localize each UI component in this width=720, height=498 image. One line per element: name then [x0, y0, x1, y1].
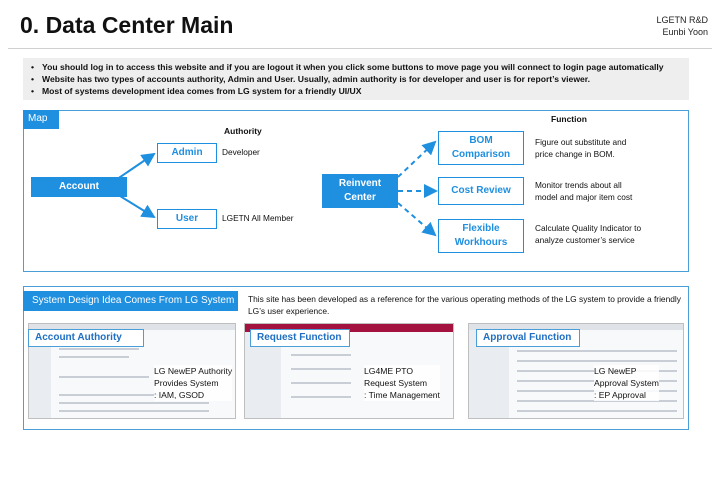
reinvent-center-node: Reinvent Center	[322, 174, 398, 208]
shot-row	[291, 396, 351, 398]
shot-titlebar	[29, 324, 235, 330]
title-divider	[8, 48, 712, 49]
center-flex-arrow	[397, 202, 437, 237]
shot-row	[517, 350, 677, 352]
user-node: User	[157, 209, 217, 229]
shot-row	[59, 376, 149, 378]
page-title: 0. Data Center Main	[20, 12, 234, 38]
flexible-workhours-node: Flexible Workhours	[438, 219, 524, 253]
bom-line1: BOM	[469, 135, 493, 146]
tab-approval-function[interactable]: Approval Function	[476, 329, 580, 347]
shot-sidebar	[29, 330, 51, 418]
account-authority-caption: LG NewEP Authority Provides System : IAM…	[154, 365, 233, 401]
shot-titlebar	[245, 324, 453, 332]
center-bom-arrow	[397, 140, 437, 178]
caption-line: : IAM, GSOD	[154, 390, 205, 400]
map-tag: Map	[23, 110, 59, 129]
author-block: LGETN R&D Eunbi Yoon	[656, 14, 708, 38]
bom-desc-line1: Figure out substitute and	[535, 137, 627, 147]
map-panel: Map Authority Function Account Admin Dev…	[23, 110, 689, 272]
note-item: Website has two types of accounts author…	[31, 73, 689, 85]
caption-line: Approval System	[594, 378, 659, 388]
cost-review-node: Cost Review	[438, 177, 524, 205]
request-function-caption: LG4ME PTO Request System : Time Manageme…	[364, 365, 440, 401]
tab-account-authority[interactable]: Account Authority	[28, 329, 144, 347]
note-item: Most of systems development idea comes f…	[31, 85, 689, 97]
shot-row	[291, 382, 351, 384]
shot-row	[517, 400, 677, 402]
flex-desc: Calculate Quality Indicator to analyze c…	[535, 222, 641, 246]
shot-row	[59, 394, 169, 396]
shot-row	[59, 356, 129, 358]
system-tag: System Design Idea Comes From LG System	[23, 291, 238, 311]
tab-request-function[interactable]: Request Function	[250, 329, 350, 347]
cost-desc-line2: model and major item cost	[535, 192, 633, 202]
cost-desc: Monitor trends about all model and major…	[535, 179, 632, 203]
cost-desc-line1: Monitor trends about all	[535, 180, 622, 190]
system-design-panel: System Design Idea Comes From LG System …	[23, 286, 689, 430]
org-name: LGETN R&D	[656, 15, 708, 25]
shot-row	[291, 354, 351, 356]
caption-line: LG NewEP	[594, 366, 637, 376]
flex-desc-line1: Calculate Quality Indicator to	[535, 223, 642, 233]
notes-list: You should log in to access this website…	[31, 61, 689, 97]
caption-line: LG NewEP Authority	[154, 366, 233, 376]
shot-titlebar	[469, 324, 683, 330]
account-node: Account	[31, 177, 127, 197]
bom-desc-line2: price change in BOM.	[535, 149, 615, 159]
center-line1: Reinvent	[338, 178, 382, 189]
flex-line2: Workhours	[454, 237, 508, 248]
note-item: You should log in to access this website…	[31, 61, 689, 73]
shot-row	[59, 410, 209, 412]
caption-line: Provides System	[154, 378, 219, 388]
approval-function-caption: LG NewEP Approval System : EP Approval	[594, 365, 659, 401]
shot-row	[59, 402, 209, 404]
caption-line: LG4ME PTO	[364, 366, 414, 376]
function-heading: Function	[551, 114, 587, 124]
bom-comparison-node: BOM Comparison	[438, 131, 524, 165]
system-desc: This site has been developed as a refere…	[248, 294, 681, 316]
flex-line1: Flexible	[462, 223, 500, 234]
user-desc: LGETN All Member	[222, 213, 294, 223]
bom-line2: Comparison	[451, 149, 511, 160]
shot-row	[517, 360, 677, 362]
admin-node: Admin	[157, 143, 217, 163]
caption-line: Request System	[364, 378, 428, 388]
shot-row	[517, 410, 677, 412]
bom-desc: Figure out substitute and price change i…	[535, 136, 626, 160]
authority-heading: Authority	[224, 126, 262, 136]
notes-box: You should log in to access this website…	[23, 58, 689, 100]
caption-line: : EP Approval	[594, 390, 646, 400]
center-line2: Center	[344, 192, 376, 203]
admin-desc: Developer	[222, 147, 260, 157]
shot-row	[291, 368, 351, 370]
shot-row	[59, 348, 139, 350]
caption-line: : Time Management	[364, 390, 440, 400]
author-name: Eunbi Yoon	[662, 27, 708, 37]
flex-desc-line2: analyze customer’s service	[535, 235, 635, 245]
